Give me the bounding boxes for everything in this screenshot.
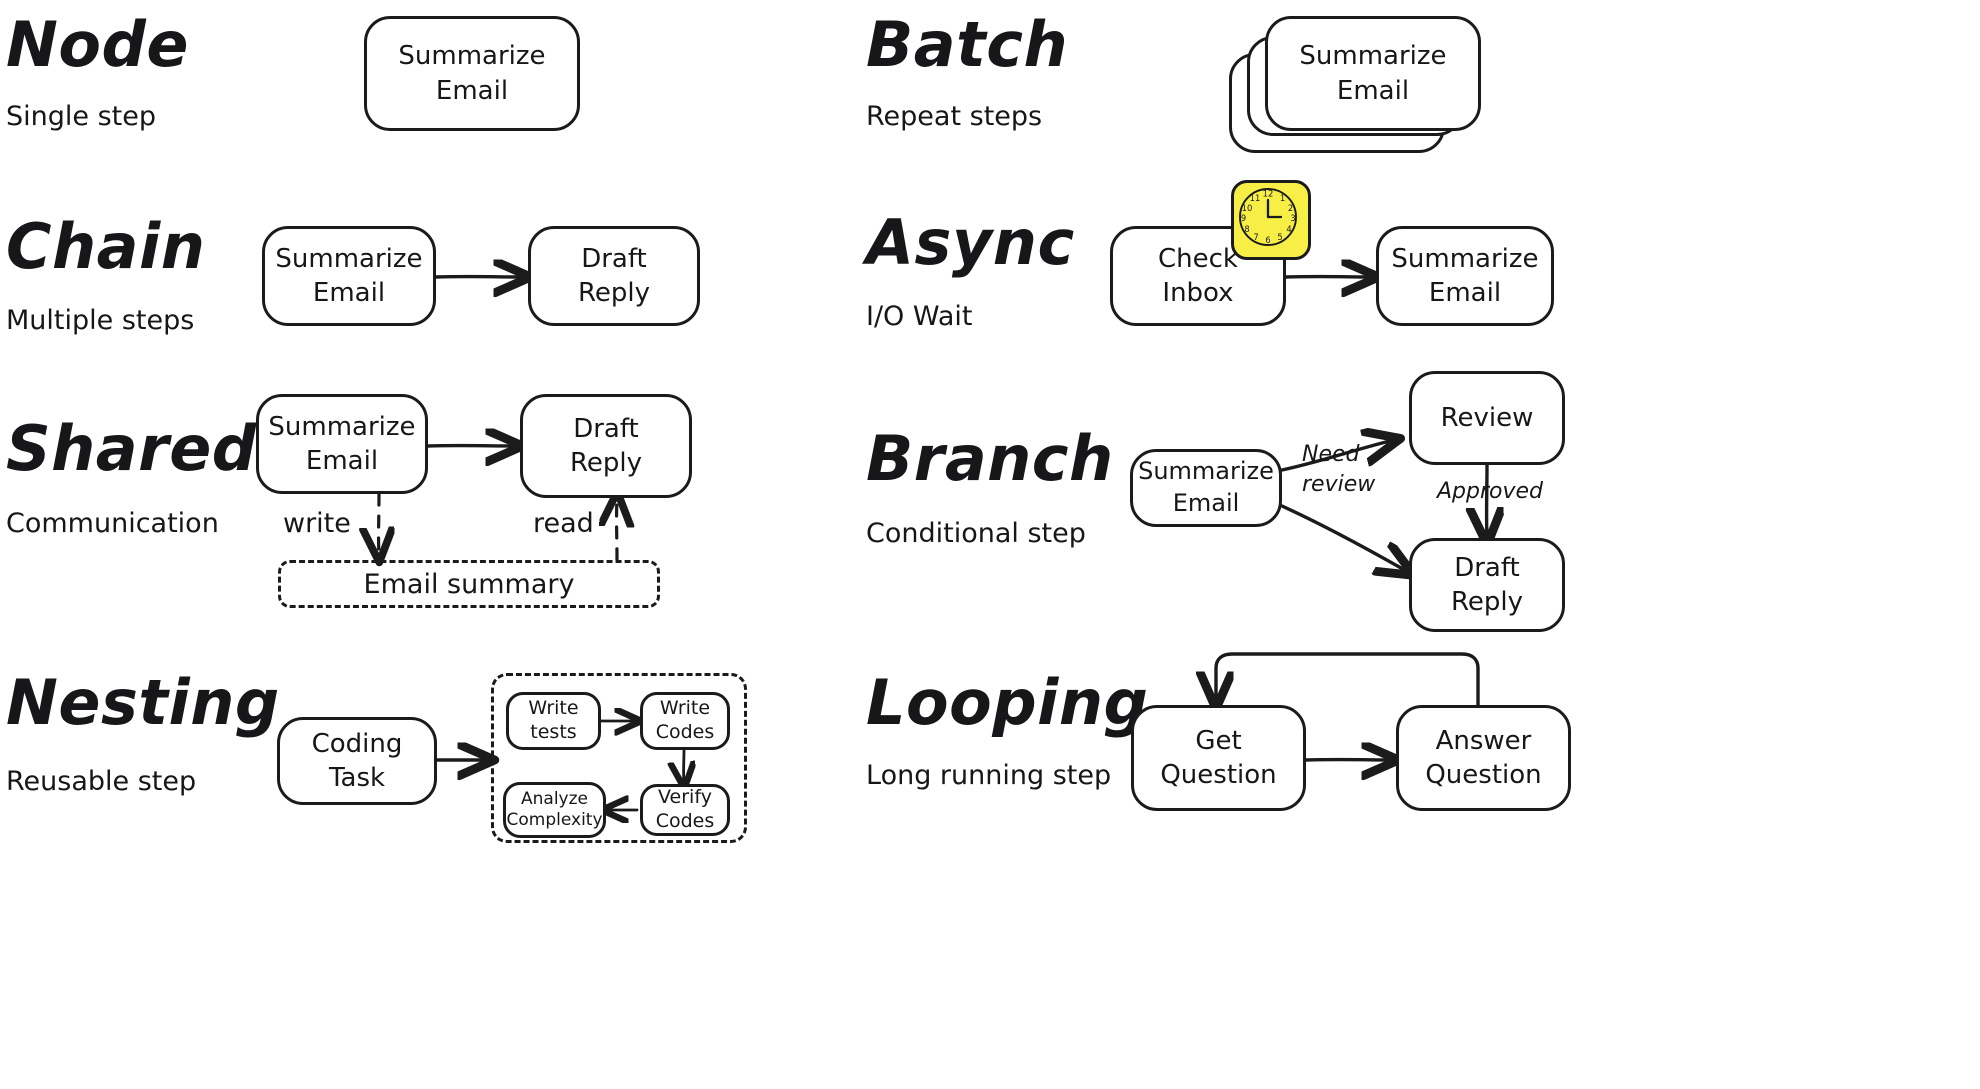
- nesting-verify-codes[interactable]: Verify Codes: [640, 784, 730, 836]
- node-summarize-email[interactable]: Summarize Email: [364, 16, 580, 131]
- batch-summarize-email[interactable]: Summarize Email: [1265, 16, 1481, 131]
- node-label: Draft Reply: [577, 243, 650, 308]
- section-subtitle-async: I/O Wait: [866, 301, 973, 332]
- branch-draft-reply[interactable]: Draft Reply: [1409, 538, 1565, 632]
- svg-text:12: 12: [1263, 189, 1274, 199]
- svg-text:9: 9: [1241, 213, 1246, 223]
- section-title-branch: Branch: [866, 422, 1114, 495]
- svg-text:3: 3: [1290, 213, 1295, 223]
- branch-summarize-email[interactable]: Summarize Email: [1130, 449, 1282, 527]
- edge-label-read: read: [533, 508, 594, 539]
- section-subtitle-nesting: Reusable step: [6, 766, 197, 797]
- section-subtitle-node: Single step: [6, 101, 156, 132]
- node-label: Draft Reply: [1450, 552, 1523, 617]
- section-title-chain: Chain: [6, 210, 206, 283]
- svg-text:8: 8: [1244, 224, 1249, 234]
- nesting-group: [491, 673, 747, 843]
- node-label: Write tests: [528, 697, 579, 743]
- section-title-async: Async: [866, 206, 1075, 279]
- node-label: Summarize Email: [1299, 41, 1447, 106]
- section-title-looping: Looping: [866, 666, 1149, 739]
- nesting-write-tests[interactable]: Write tests: [506, 692, 601, 750]
- chain-summarize-email[interactable]: Summarize Email: [262, 226, 436, 326]
- node-label: Draft Reply: [569, 413, 642, 478]
- node-label: Summarize Email: [1138, 457, 1274, 517]
- edge-label-write: write: [283, 508, 351, 539]
- clock-icon: 12 1 2 3 4 5 6 7 8 9 10 11: [1231, 180, 1311, 260]
- shared-store[interactable]: Email summary: [278, 560, 660, 608]
- svg-text:2: 2: [1288, 203, 1293, 213]
- section-title-node: Node: [6, 8, 189, 81]
- branch-review[interactable]: Review: [1409, 371, 1565, 465]
- node-label: Verify Codes: [655, 786, 715, 832]
- node-label: Analyze Complexity: [506, 788, 603, 830]
- shared-summarize-email[interactable]: Summarize Email: [256, 394, 428, 494]
- node-label: Review: [1440, 402, 1534, 433]
- svg-text:7: 7: [1253, 232, 1258, 242]
- svg-text:10: 10: [1242, 203, 1253, 213]
- shared-store-label: Email summary: [363, 568, 575, 600]
- node-label: Summarize Email: [1391, 243, 1539, 308]
- node-label: Summarize Email: [275, 243, 423, 308]
- node-label: Write Codes: [655, 697, 715, 743]
- node-label: Summarize Email: [398, 41, 546, 106]
- section-subtitle-chain: Multiple steps: [6, 305, 195, 336]
- section-subtitle-looping: Long running step: [866, 760, 1112, 791]
- nesting-write-codes[interactable]: Write Codes: [640, 692, 730, 750]
- edge-branch-summarize-to-draft: [1280, 504, 1408, 572]
- section-title-batch: Batch: [866, 8, 1069, 81]
- svg-text:5: 5: [1277, 232, 1282, 242]
- section-subtitle-branch: Conditional step: [866, 518, 1086, 549]
- shared-draft-reply[interactable]: Draft Reply: [520, 394, 692, 498]
- section-subtitle-batch: Repeat steps: [866, 101, 1043, 132]
- node-label: Get Question: [1160, 725, 1277, 790]
- edge-label-need-review: Need review: [1302, 442, 1376, 497]
- node-label: Summarize Email: [268, 411, 416, 476]
- svg-text:11: 11: [1250, 193, 1261, 203]
- looping-get-question[interactable]: Get Question: [1131, 705, 1306, 811]
- nesting-coding-task[interactable]: Coding Task: [277, 717, 437, 805]
- node-label: Check Inbox: [1158, 243, 1238, 308]
- nesting-analyze-complexity[interactable]: Analyze Complexity: [503, 782, 606, 838]
- chain-draft-reply[interactable]: Draft Reply: [528, 226, 700, 326]
- svg-text:1: 1: [1280, 193, 1285, 203]
- section-title-nesting: Nesting: [6, 666, 280, 739]
- section-title-shared: Shared: [6, 412, 257, 485]
- section-subtitle-shared: Communication: [6, 508, 219, 539]
- node-label: Coding Task: [311, 728, 403, 793]
- svg-text:4: 4: [1286, 224, 1291, 234]
- svg-text:6: 6: [1265, 235, 1270, 245]
- node-label: Answer Question: [1425, 725, 1542, 790]
- looping-answer-question[interactable]: Answer Question: [1396, 705, 1571, 811]
- async-summarize-email[interactable]: Summarize Email: [1376, 226, 1554, 326]
- edge-label-approved: Approved: [1437, 479, 1544, 504]
